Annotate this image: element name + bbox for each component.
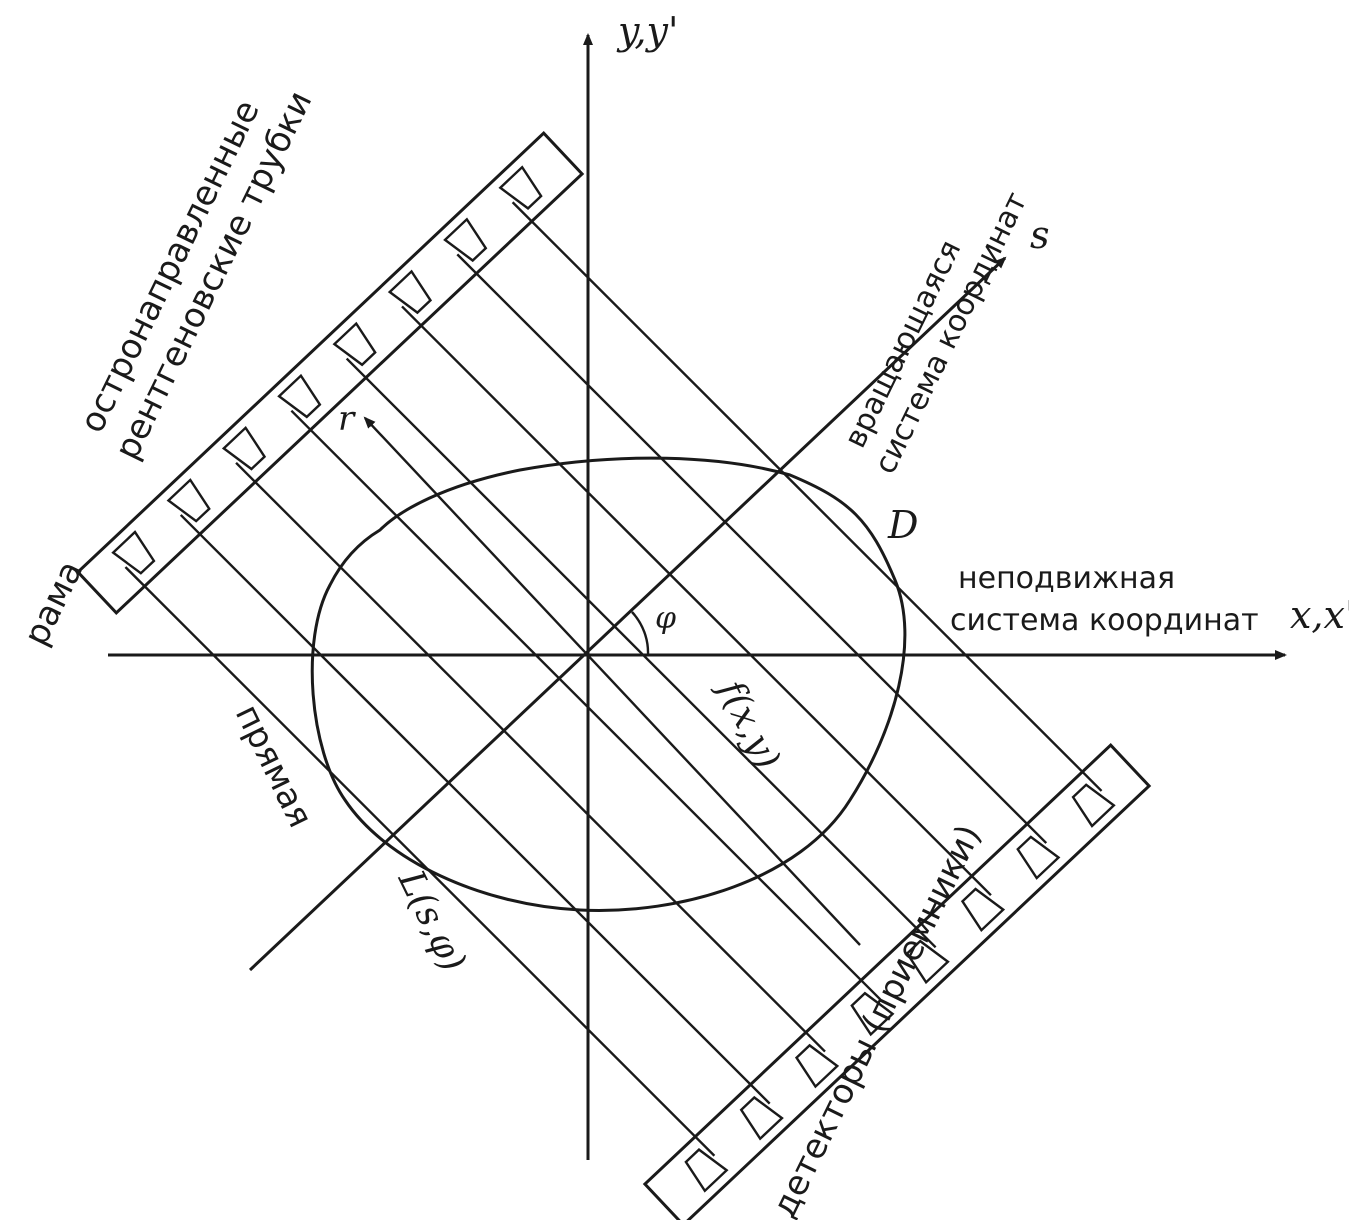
s-axis-label: s bbox=[1030, 213, 1050, 257]
detector-icon bbox=[739, 1095, 784, 1141]
function-label: f(x,y) bbox=[709, 671, 788, 776]
detector-icon bbox=[905, 939, 950, 985]
ray-line bbox=[456, 253, 1048, 844]
region-d-label: D bbox=[887, 503, 918, 547]
y-axis-label: y,y' bbox=[616, 9, 678, 53]
ray-line bbox=[511, 201, 1103, 792]
xray-tube-icon bbox=[387, 269, 433, 315]
tubes-frame bbox=[75, 131, 585, 615]
ray-line bbox=[124, 566, 716, 1157]
xray-tube-icon bbox=[277, 373, 322, 419]
s-axis bbox=[248, 256, 1007, 972]
ray-line bbox=[345, 357, 937, 949]
x-axis-label: x,x' bbox=[1290, 593, 1349, 637]
object-region-d bbox=[310, 456, 907, 912]
detector-icon bbox=[684, 1148, 729, 1193]
detector-icon bbox=[1071, 783, 1116, 828]
detector-icon bbox=[1016, 835, 1061, 880]
xray-tube-icon bbox=[166, 478, 211, 523]
frame-label: рама bbox=[16, 555, 91, 652]
parallel-rays bbox=[124, 201, 1103, 1157]
detector-icon bbox=[850, 991, 895, 1037]
angle-phi-label: φ bbox=[655, 601, 676, 636]
fixed-system-label-2: система координат bbox=[950, 603, 1259, 638]
ray-line bbox=[179, 514, 771, 1105]
fixed-system-label-1: неподвижная bbox=[958, 561, 1175, 596]
ray-line bbox=[401, 305, 992, 897]
xray-tube-icon bbox=[221, 425, 267, 471]
r-axis-label: r bbox=[338, 399, 356, 439]
detector-icon bbox=[960, 887, 1006, 933]
r-axis-arrow bbox=[363, 416, 861, 946]
detector-icon bbox=[794, 1043, 840, 1089]
xray-tube-icon bbox=[498, 165, 543, 210]
xray-tube-icon bbox=[443, 217, 488, 263]
detectors-frame bbox=[642, 743, 1152, 1220]
angle-arc bbox=[631, 611, 650, 656]
xray-tube-icon bbox=[332, 321, 377, 367]
ray-line bbox=[235, 461, 826, 1053]
line-label: прямая bbox=[227, 698, 320, 833]
line-formula-label: L(s,φ) bbox=[389, 863, 473, 978]
xray-tube-icon bbox=[111, 530, 156, 575]
ray-line bbox=[290, 409, 882, 1001]
